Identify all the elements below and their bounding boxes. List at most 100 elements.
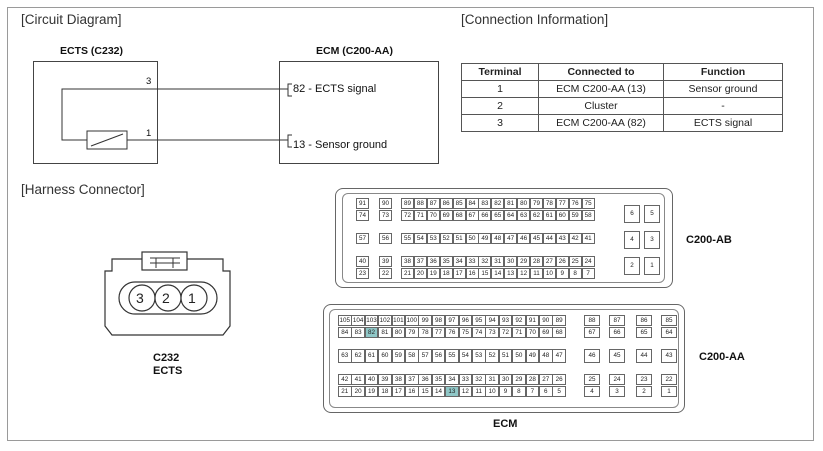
connector-pin: 58 <box>581 210 595 221</box>
connector-pin: 26 <box>552 374 566 385</box>
connector-pin: 14 <box>431 386 446 397</box>
connector-pin: 79 <box>405 327 419 338</box>
connector-pin: 13 <box>504 268 518 279</box>
cell-function: ECTS signal <box>663 114 783 132</box>
connector-pin: 10 <box>485 386 499 397</box>
connector-pin: 74 <box>356 210 369 221</box>
connector-pin: 104 <box>351 315 365 326</box>
connector-pin: 25 <box>584 374 600 385</box>
connector-pin: 97 <box>445 315 459 326</box>
connector-pin: 61 <box>542 210 556 221</box>
connector-pin: 80 <box>391 327 406 338</box>
c200-ab-label: C200-AB <box>686 234 732 246</box>
wire-signal <box>61 88 288 141</box>
connector-pin: 73 <box>379 210 392 221</box>
connector-pin: 29 <box>512 374 526 385</box>
connector-pin: 46 <box>584 349 600 363</box>
connector-pin: 101 <box>391 315 406 326</box>
connector-pin: 45 <box>609 349 625 363</box>
wire-label-3: 3 <box>146 76 152 87</box>
connector-pin: 4 <box>584 386 600 397</box>
connector-pin: 80 <box>517 198 531 209</box>
sensor-pin-1 <box>180 284 208 312</box>
connector-pin: 42 <box>568 233 582 244</box>
header-function: Function <box>663 63 783 81</box>
connector-pin: 93 <box>498 315 513 326</box>
connector-pin: 102 <box>378 315 392 326</box>
connector-pin: 8 <box>512 386 526 397</box>
wire-label-1: 1 <box>146 128 152 139</box>
connector-pin: 84 <box>338 327 352 338</box>
connector-pin: 86 <box>439 198 453 209</box>
ects-title: ECTS (C232) <box>60 45 124 57</box>
connector-pin: 19 <box>364 386 379 397</box>
connector-pin: 4 <box>624 231 640 249</box>
connector-pin: 38 <box>401 256 414 267</box>
thermistor-slash <box>90 133 124 147</box>
connector-pin: 82 <box>491 198 505 209</box>
connector-pin: 81 <box>504 198 518 209</box>
connector-pin: 27 <box>539 374 553 385</box>
table-row: 3 ECM C200-AA (82) ECTS signal <box>461 114 783 132</box>
connector-pin: 17 <box>391 386 406 397</box>
connector-pin: 36 <box>426 256 440 267</box>
connector-pin: 70 <box>525 327 540 338</box>
connector-pin: 89 <box>401 198 414 209</box>
connector-pin: 55 <box>445 349 459 363</box>
connector-pin: 90 <box>539 315 553 326</box>
connector-pin: 73 <box>485 327 499 338</box>
connector-pin: 71 <box>413 210 427 221</box>
connector-pin: 39 <box>378 374 392 385</box>
connector-pin: 52 <box>439 233 453 244</box>
c200-ab-inner <box>342 193 665 283</box>
connector-pin: 54 <box>413 233 427 244</box>
ecm-label: ECM <box>493 418 518 430</box>
connector-pin: 15 <box>478 268 492 279</box>
connector-pin: 38 <box>391 374 406 385</box>
connector-pin: 70 <box>426 210 440 221</box>
harness-connector-title: [Harness Connector] <box>21 182 145 197</box>
connector-pin: 64 <box>504 210 518 221</box>
connector-pin: 34 <box>452 256 466 267</box>
connector-pin: 61 <box>364 349 379 363</box>
connector-pin: 18 <box>378 386 392 397</box>
connector-pin: 3 <box>609 386 625 397</box>
connector-pin: 24 <box>581 256 595 267</box>
connector-pin: 22 <box>379 268 392 279</box>
connector-pin: 35 <box>431 374 446 385</box>
connector-pin: 7 <box>581 268 595 279</box>
connector-pin: 13 <box>445 386 459 397</box>
connector-pin: 47 <box>552 349 566 363</box>
c200-aa-outer <box>323 304 685 413</box>
connector-pin: 83 <box>351 327 365 338</box>
connector-pin: 18 <box>439 268 453 279</box>
connector-pin: 65 <box>636 327 652 338</box>
connector-pin: 57 <box>356 233 369 244</box>
connector-pin: 51 <box>452 233 466 244</box>
connector-pin: 6 <box>539 386 553 397</box>
connector-pin: 71 <box>512 327 526 338</box>
cell-terminal: 3 <box>461 114 539 132</box>
connector-pin: 72 <box>401 210 414 221</box>
connector-pin: 77 <box>431 327 446 338</box>
connector-pin: 33 <box>465 256 479 267</box>
c200-aa-label: C200-AA <box>699 351 745 363</box>
connector-pin: 62 <box>530 210 543 221</box>
connector-pin: 66 <box>478 210 492 221</box>
connector-pin: 72 <box>498 327 513 338</box>
connector-pin: 41 <box>351 374 365 385</box>
connector-pin: 58 <box>405 349 419 363</box>
connector-pin: 60 <box>378 349 392 363</box>
connection-info-title: [Connection Information] <box>461 12 609 27</box>
cell-function: Sensor ground <box>663 80 783 98</box>
connector-pin: 85 <box>661 315 677 326</box>
connector-pin: 77 <box>555 198 569 209</box>
connector-pin: 92 <box>512 315 526 326</box>
connector-pin: 76 <box>568 198 582 209</box>
connector-pin: 69 <box>439 210 453 221</box>
ects-box <box>33 61 158 164</box>
connector-pin: 99 <box>418 315 432 326</box>
connector-pin: 53 <box>426 233 440 244</box>
connector-pin: 21 <box>338 386 352 397</box>
